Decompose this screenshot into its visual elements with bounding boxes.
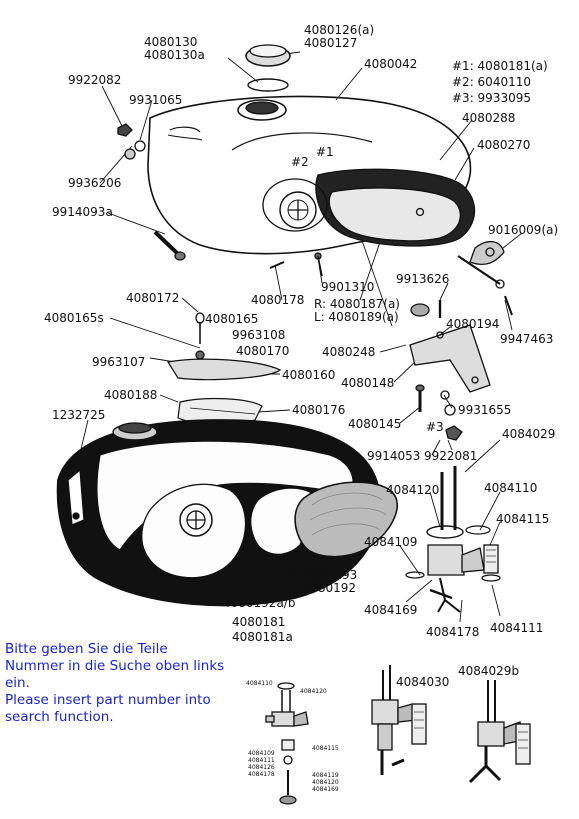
part-label: 4080160	[282, 368, 336, 382]
part-label: 9016009(a)	[488, 223, 559, 237]
inset-label: 4084178	[248, 771, 275, 778]
part-label: 9913626	[396, 272, 450, 286]
part-label: 4080130a	[144, 48, 205, 62]
part-label: 4080176	[292, 403, 346, 417]
fuel-tap-exploded	[405, 466, 501, 613]
notice-line: Nummer in die Suche oben links	[5, 658, 225, 674]
filler-cap	[245, 44, 291, 92]
part-label: 4084030	[396, 675, 450, 689]
mounting-bracket	[409, 300, 491, 441]
label-4080181-group: 4080181 4080181a	[232, 615, 293, 645]
part-label: 4080126(a)	[304, 23, 375, 37]
notice-line: search function.	[5, 709, 114, 725]
part-label: R: 4080187(a)	[314, 297, 400, 311]
part-label: 4080288	[462, 111, 516, 125]
part-label: 9931065	[129, 93, 183, 107]
part-label: 4080192a/b	[223, 596, 296, 610]
part-label: 4084178	[426, 625, 480, 639]
notice-line: Please insert part number into	[5, 692, 211, 708]
fuel-tap-small-exploded	[265, 682, 309, 805]
part-label: 9931655	[458, 403, 512, 417]
part-label: 9936206	[68, 176, 122, 190]
part-label: 4080165	[205, 312, 259, 326]
upper-tank	[147, 95, 476, 255]
part-label: 4084115	[496, 512, 550, 526]
part-label: 4084109	[364, 535, 418, 549]
fuel-tap-4084030	[371, 665, 427, 775]
part-label: 4080145	[348, 417, 402, 431]
part-label: 4080042	[364, 57, 418, 71]
part-label: 4080181	[232, 615, 286, 629]
part-label: L: 4080192	[288, 581, 356, 595]
part-label: 9922081	[424, 449, 478, 463]
part-label: 4084110	[484, 481, 538, 495]
knee-pad	[294, 481, 398, 558]
legend-hash-parts: #1: 4080181(a) #2: 6040110 #3: 9933095	[452, 58, 548, 106]
label-4080193-group: R: 4080193 L: 4080192	[288, 569, 357, 595]
part-label: 9947463	[500, 332, 554, 346]
part-label: 4084029	[502, 427, 556, 441]
inset-label: 4084111	[248, 757, 275, 764]
inset-label: 4084115	[312, 745, 339, 752]
part-label: 9914053	[367, 449, 421, 463]
legend-item: #2: 6040110	[452, 75, 531, 89]
fasteners-upper	[117, 123, 513, 316]
part-label: 4080165s	[44, 311, 104, 325]
inset-label: 4084110	[246, 680, 273, 687]
inset-label: 4084109	[248, 750, 275, 757]
part-label: 9963108	[232, 328, 286, 342]
part-label: 9901310	[321, 280, 375, 294]
part-label: 4080130	[144, 35, 198, 49]
inset-label: 4084126	[248, 764, 275, 771]
part-label: L: 4080189(a)	[314, 310, 399, 324]
hash-marker: #1	[316, 145, 334, 159]
part-label: 1232725	[52, 408, 106, 422]
inset-small-group: 4084109 4084111 4084126 4084178	[248, 750, 275, 778]
notice-line: ein.	[5, 675, 30, 691]
part-label: 4080188	[104, 388, 158, 402]
part-label: 4080181a	[232, 630, 293, 644]
inset-label: 4084169	[312, 786, 339, 793]
part-label: 4080127	[304, 36, 358, 50]
part-label: 4080170	[236, 344, 290, 358]
part-label: 4080178	[251, 293, 305, 307]
part-label: 4080270	[477, 138, 531, 152]
part-label: 4080194	[446, 317, 500, 331]
part-label: 4080172	[126, 291, 180, 305]
hash-marker: #3	[426, 420, 444, 434]
part-label: 9914093a	[52, 205, 113, 219]
inset-label: 4084120	[312, 779, 339, 786]
part-label: 4084029b	[458, 664, 520, 678]
part-label: 4084169	[364, 603, 418, 617]
legend-item: #3: 9933095	[452, 91, 531, 105]
label-4080130-group: 4080130 4080130a	[144, 36, 205, 62]
part-label: 4080148	[341, 376, 395, 390]
lower-tank	[56, 419, 381, 607]
inset-label: 4084120	[300, 688, 327, 695]
label-4080126-group: 4080126(a) 4080127	[304, 24, 374, 50]
part-label: 9922082	[68, 73, 122, 87]
inset-label: 4084119	[312, 772, 339, 779]
part-label: R: 4080193	[288, 568, 358, 582]
inset-small-group-2: 4084119 4084120 4084169	[312, 772, 339, 793]
part-label: 4084120	[386, 483, 440, 497]
part-label: 4080248	[322, 345, 376, 359]
part-label: 9963107	[92, 355, 146, 369]
hash-marker: #2	[291, 155, 309, 169]
notice-line: Bitte geben Sie die Teile	[5, 641, 168, 657]
search-instruction-note: Bitte geben Sie die Teile Nummer in die …	[5, 641, 255, 726]
fuel-tap-4084029b	[468, 680, 531, 784]
part-label: 4084111	[490, 621, 544, 635]
label-4080187-group: R: 4080187(a) L: 4080189(a)	[314, 298, 400, 324]
legend-item: #1: 4080181(a)	[452, 59, 548, 73]
